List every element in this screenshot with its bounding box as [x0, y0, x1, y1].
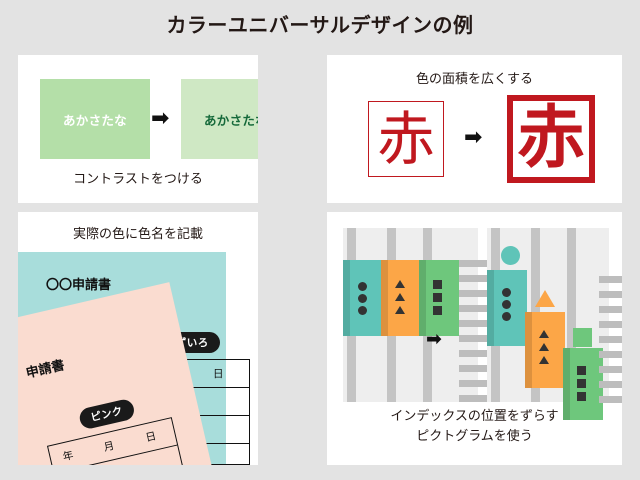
panel-color-area: 色の面積を広くする 赤 ➡ 赤 — [327, 55, 622, 203]
triangle-icon — [395, 306, 405, 314]
before-shelf — [343, 228, 495, 402]
cyan-form-title: 〇〇申請書 — [46, 278, 112, 293]
circle-icon — [502, 288, 511, 297]
file-bar — [599, 351, 622, 358]
contrast-before-swatch: あかさたな — [40, 79, 150, 159]
tab-shadow — [525, 312, 532, 388]
tab-green-after — [563, 348, 603, 420]
circle-icon-legend — [501, 246, 520, 265]
pink-header-year: 年 — [61, 449, 75, 464]
file-bar — [459, 275, 495, 282]
file-bar — [459, 260, 495, 267]
tab-green-before — [419, 260, 459, 336]
file-bar — [599, 396, 622, 403]
circle-icon — [502, 312, 511, 321]
square-icon — [433, 293, 442, 302]
contrast-before-text: あかさたな — [62, 112, 127, 128]
contrast-after-text: あかさたな — [203, 112, 258, 128]
triangle-icon — [539, 343, 549, 351]
tab-shadow — [487, 270, 494, 346]
page-title: カラーユニバーサルデザインの例 — [166, 13, 474, 37]
file-bar — [459, 290, 495, 297]
color-name-heading: 実際の色に色名を記載 — [72, 227, 203, 242]
kanji-thick-box: 赤 — [507, 95, 595, 183]
file-bar — [599, 381, 622, 388]
pink-header-day: 日 — [144, 430, 158, 445]
square-icon — [577, 392, 586, 401]
tab-orange-after — [525, 312, 565, 388]
contrast-after-swatch: あかさたな — [181, 79, 258, 159]
tab-shadow — [381, 260, 388, 336]
index-caption-line2: ピクトグラムを使う — [416, 429, 533, 444]
circle-icon — [502, 300, 511, 309]
contrast-caption: コントラストをつける — [73, 172, 203, 187]
arrow-right-icon: ➡ — [464, 125, 483, 150]
file-bar — [599, 321, 622, 328]
file-bar — [459, 320, 495, 327]
square-icon-legend — [573, 328, 592, 347]
after-shelf — [487, 228, 622, 420]
square-icon — [577, 379, 586, 388]
triangle-icon-legend — [535, 290, 555, 307]
circle-icon — [358, 294, 367, 303]
kanji-thick-text: 赤 — [516, 99, 585, 178]
square-icon — [433, 280, 442, 289]
pink-form-title: 申請書 — [24, 358, 67, 382]
panel-contrast: あかさたな ➡ あかさたな コントラストをつける — [18, 55, 258, 203]
tab-orange-before — [381, 260, 421, 336]
kanji-thin-text: 赤 — [376, 105, 435, 173]
panel-index-pictogram: ➡ — [327, 212, 622, 465]
file-bar — [599, 276, 622, 283]
file-bar — [459, 395, 495, 402]
panel-color-name: 実際の色に色名を記載 〇〇申請書 みずいろ 月 日 申請書 — [18, 212, 258, 465]
file-bar — [599, 291, 622, 298]
triangle-icon — [539, 356, 549, 364]
file-bar — [599, 366, 622, 373]
pink-header-month: 月 — [102, 439, 116, 454]
cyan-header-day: 日 — [213, 368, 224, 380]
square-icon — [577, 366, 586, 375]
triangle-icon — [395, 280, 405, 288]
file-bar — [599, 336, 622, 343]
tab-teal-after — [487, 270, 527, 346]
file-bar — [459, 305, 495, 312]
arrow-right-icon: ➡ — [151, 106, 170, 131]
square-icon — [433, 306, 442, 315]
tab-shadow — [419, 260, 426, 336]
circle-icon — [358, 282, 367, 291]
color-area-heading: 色の面積を広くする — [415, 72, 533, 87]
file-bar — [459, 365, 495, 372]
tab-teal-before — [343, 260, 383, 336]
badge-pink: ピンク — [77, 397, 136, 431]
kanji-thin-box: 赤 — [368, 101, 444, 177]
arrow-right-icon: ➡ — [426, 328, 442, 350]
file-bar — [459, 380, 495, 387]
tab-shadow — [563, 348, 570, 420]
form-stage: 〇〇申請書 みずいろ 月 日 申請書 ピンク 年 — [18, 252, 258, 465]
triangle-icon — [539, 330, 549, 338]
file-bar — [459, 350, 495, 357]
index-caption-line1: インデックスの位置をずらす — [390, 409, 559, 424]
pink-form-table: 年 月 日 — [46, 417, 191, 465]
file-bar — [599, 306, 622, 313]
divider-strip — [567, 228, 576, 402]
circle-icon — [358, 306, 367, 315]
file-bar — [459, 335, 495, 342]
triangle-icon — [395, 293, 405, 301]
tab-shadow — [343, 260, 350, 336]
